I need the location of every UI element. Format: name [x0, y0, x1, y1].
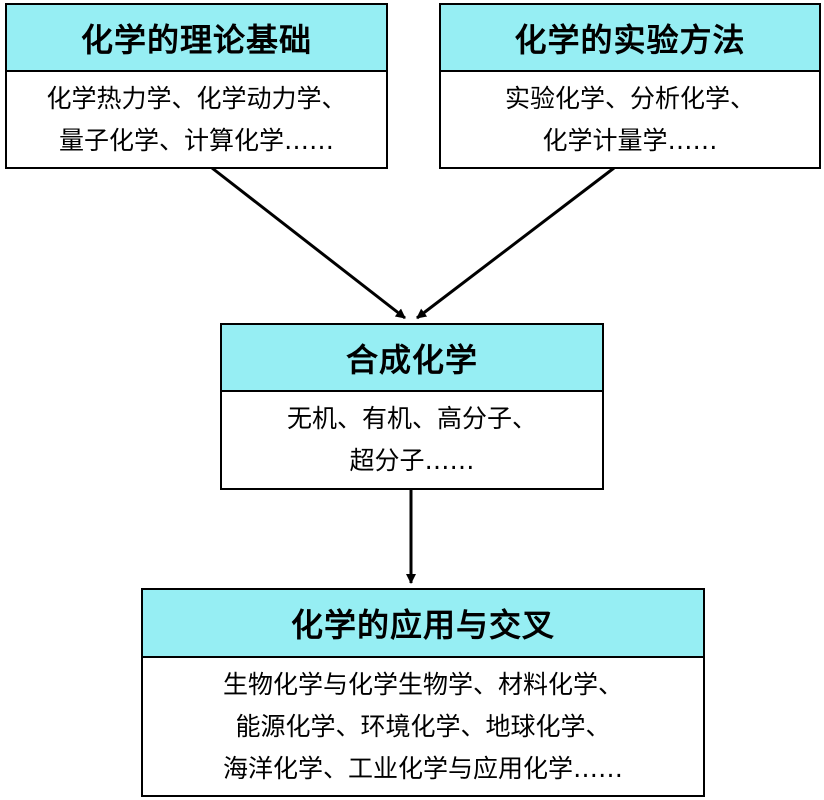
application-line: 海洋化学、工业化学与应用化学…… — [222, 753, 623, 783]
application-title: 化学的应用与交叉 — [143, 590, 703, 658]
theory-body: 化学热力学、化学动力学、 量子化学、计算化学…… — [7, 72, 386, 167]
synthesis-body: 无机、有机、高分子、 超分子…… — [222, 392, 602, 488]
application-body: 生物化学与化学生物学、材料化学、 能源化学、环境化学、地球化学、 海洋化学、工业… — [143, 658, 703, 795]
application-node: 化学的应用与交叉 生物化学与化学生物学、材料化学、 能源化学、环境化学、地球化学… — [141, 588, 705, 797]
synthesis-line: 超分子…… — [349, 446, 475, 475]
synthesis-title: 合成化学 — [222, 325, 602, 392]
arrow-experiment-to-synthesis — [416, 166, 615, 320]
experiment-line: 实验化学、分析化学、 — [504, 83, 755, 113]
experiment-line: 化学计量学…… — [542, 125, 718, 155]
synthesis-node: 合成化学 无机、有机、高分子、 超分子…… — [220, 323, 604, 490]
theory-node: 化学的理论基础 化学热力学、化学动力学、 量子化学、计算化学…… — [5, 3, 388, 169]
application-line: 生物化学与化学生物学、材料化学、 — [222, 669, 623, 699]
theory-line: 化学热力学、化学动力学、 — [46, 83, 347, 113]
arrow-theory-to-synthesis — [211, 166, 406, 320]
theory-title: 化学的理论基础 — [7, 5, 386, 72]
experiment-title: 化学的实验方法 — [441, 5, 819, 72]
application-line: 能源化学、环境化学、地球化学、 — [235, 711, 611, 741]
synthesis-line: 无机、有机、高分子、 — [286, 404, 537, 433]
experiment-node: 化学的实验方法 实验化学、分析化学、 化学计量学…… — [439, 3, 821, 169]
theory-line: 量子化学、计算化学…… — [58, 125, 334, 155]
experiment-body: 实验化学、分析化学、 化学计量学…… — [441, 72, 819, 167]
